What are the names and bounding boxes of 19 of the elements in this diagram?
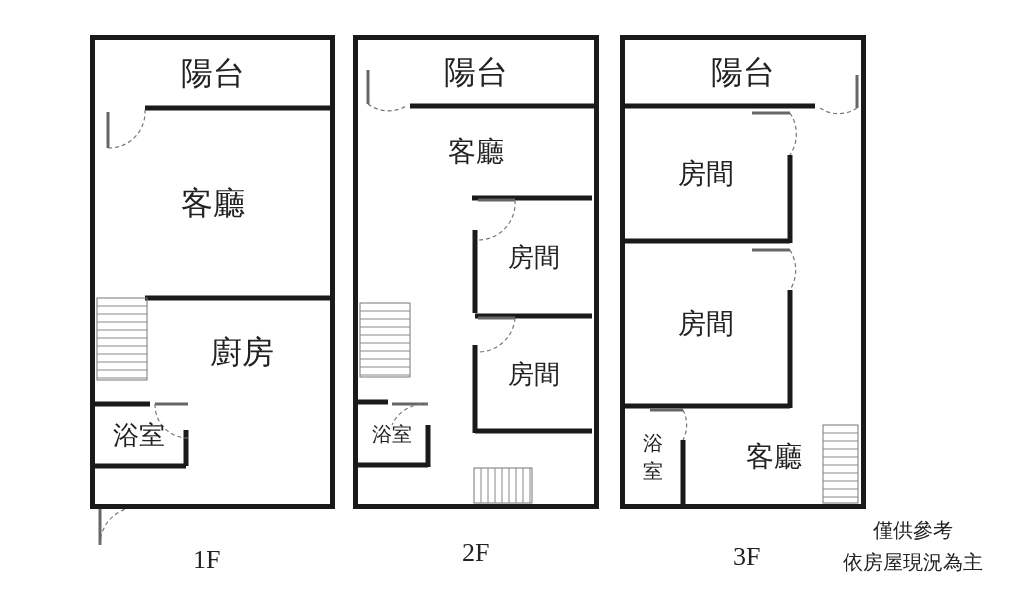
room-label: 陽台 [180,56,245,89]
floor-label: 3F [733,544,761,570]
room-label: 客廳 [745,442,802,471]
room-label: 浴室 [113,422,165,448]
room-label: 房間 [678,159,734,188]
room-label: 客廳 [448,138,504,166]
floor-label: 2F [462,540,490,566]
room-label: 陽台 [444,55,508,88]
room-label: 陽台 [711,55,775,88]
room-label: 浴室 [371,423,412,444]
floor-label: 1F [193,547,221,573]
room-label: 浴室 [642,429,663,485]
room-label: 客廳 [180,187,245,219]
room-label: 房間 [507,244,560,270]
room-label: 房間 [507,360,560,387]
room-label: 房間 [678,309,734,338]
note-text: 依房屋現況為主 [843,552,983,572]
room-label: 廚房 [209,336,274,368]
note-text: 僅供參考 [873,520,953,540]
